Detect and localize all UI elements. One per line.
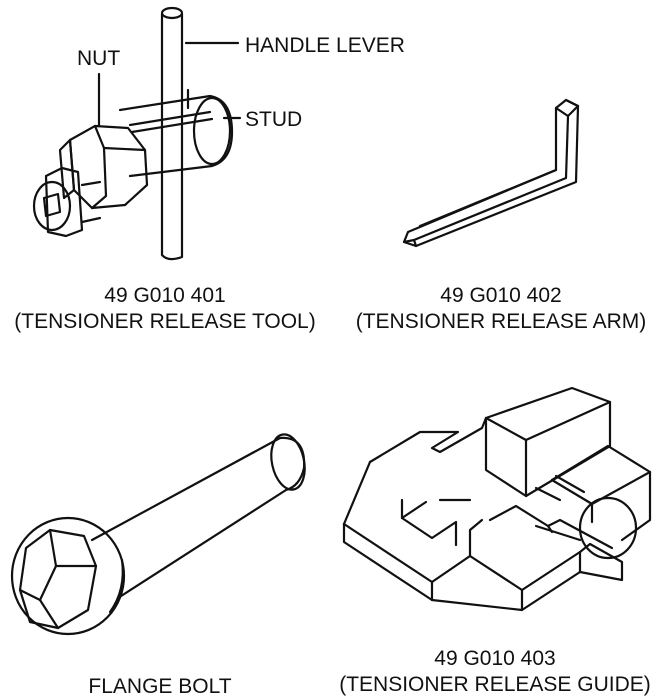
handle-lever-rod bbox=[160, 6, 190, 261]
part-name: (TENSIONER RELEASE ARM) bbox=[355, 310, 647, 333]
nut-callout: NUT bbox=[77, 47, 121, 70]
nut-hex bbox=[58, 124, 149, 210]
part-number: 49 G010 403 bbox=[434, 647, 556, 670]
flange-bolt-drawing bbox=[10, 433, 306, 636]
tensioner-release-guide-caption: 49 G010 403 (TENSIONER RELEASE GUIDE) bbox=[322, 646, 668, 698]
tensioner-release-guide-drawing bbox=[342, 386, 652, 612]
tensioner-release-tool-caption: 49 G010 401 (TENSIONER RELEASE TOOL) bbox=[0, 283, 330, 335]
part-number: 49 G010 402 bbox=[440, 284, 562, 307]
tensioner-release-arm-caption: 49 G010 402 (TENSIONER RELEASE ARM) bbox=[336, 283, 666, 335]
stud-callout: STUD bbox=[245, 108, 303, 131]
flange-bolt-caption: FLANGE BOLT bbox=[40, 674, 280, 700]
part-number: 49 G010 401 bbox=[104, 284, 226, 307]
part-name: (TENSIONER RELEASE GUIDE) bbox=[339, 673, 651, 696]
tensioner-release-tool-drawing bbox=[32, 6, 242, 261]
tensioner-release-arm-drawing bbox=[402, 98, 580, 248]
stud-front-end bbox=[32, 166, 102, 238]
part-name: (TENSIONER RELEASE TOOL) bbox=[14, 310, 316, 333]
part-name: FLANGE BOLT bbox=[88, 675, 232, 698]
handle-lever-callout: HANDLE LEVER bbox=[245, 34, 405, 57]
